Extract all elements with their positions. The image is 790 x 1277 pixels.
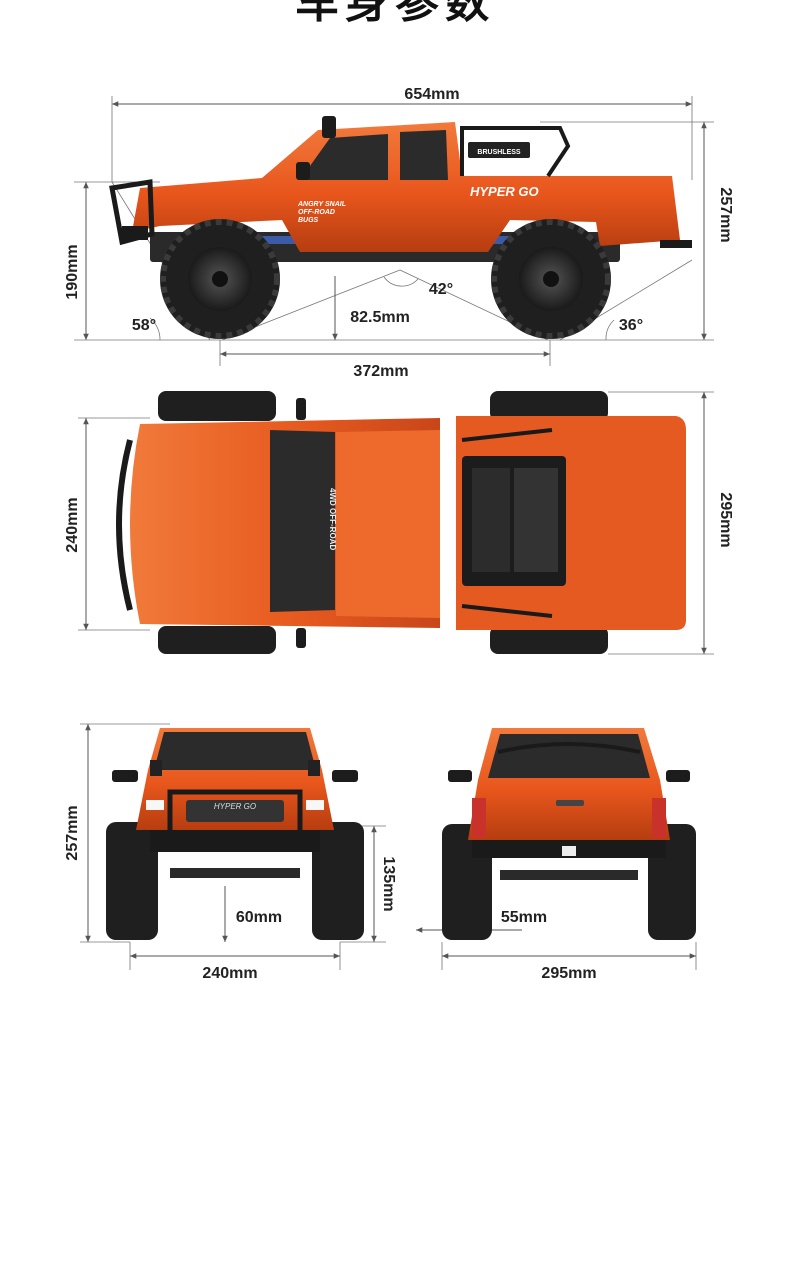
decal-brushless: BRUSHLESS [477,149,521,156]
top-view: 240mm 295mm 4WD O [64,391,734,655]
approach-angle-label: 58° [132,317,156,334]
front-height-label: 257mm [64,805,81,860]
truck-side-illustration: BRUSHLESS HYPER GO ANGRY SNAIL OFF-ROAD … [109,116,692,339]
breakover-angle-label: 42° [429,281,453,298]
front-track-width-label: 240mm [202,965,257,982]
front-view: 257mm 135mm 60mm 240mm HYPER GO [64,723,397,982]
rear-view: 55mm 295mm [416,728,697,982]
decal-hyper-go: HYPER GO [470,184,539,199]
front-wheel [160,219,280,339]
front-decal: HYPER GO [214,802,256,811]
rear-overall-width-label: 295mm [541,965,596,982]
rear-clearance-label: 55mm [501,909,547,926]
side-view: 654mm 257mm 190mm 58° 42° 36° 82.5mm 372… [64,86,734,380]
front-bumper-height-label: 135mm [380,856,397,911]
truck-rear-illustration [442,728,696,940]
top-width-label: 240mm [64,497,81,552]
truck-top-illustration: 4WD OFF-ROAD [116,391,686,654]
rear-wheel [491,219,611,339]
page-title: 车身参数 [295,0,495,27]
truck-front-illustration: HYPER GO [106,728,364,940]
decal-4wd-offroad: 4WD OFF-ROAD [328,488,337,550]
ground-clearance-label: 82.5mm [350,309,410,326]
decal-bugs: BUGS [298,217,319,224]
side-height-label: 257mm [717,187,734,242]
side-length-label: 654mm [404,86,459,103]
decal-angry-snail: ANGRY SNAIL [297,201,346,208]
front-clearance-label: 60mm [236,909,282,926]
side-front-height-label: 190mm [64,244,81,299]
wheelbase-label: 372mm [353,363,408,380]
top-overall-width-label: 295mm [717,492,734,547]
decal-off-road: OFF-ROAD [298,209,335,216]
departure-angle-label: 36° [619,317,643,334]
